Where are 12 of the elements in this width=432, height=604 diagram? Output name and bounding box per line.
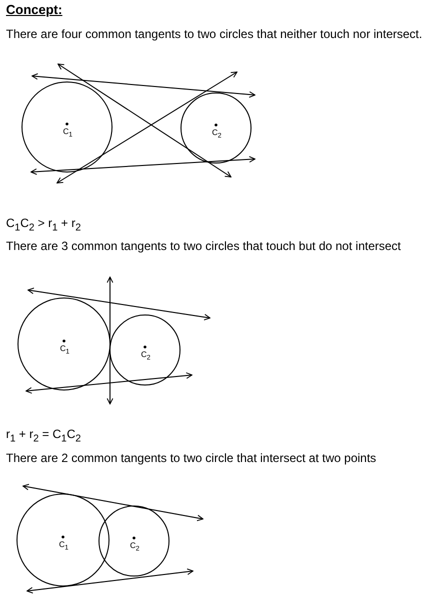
equation: r$_{1}$ + r$_{2}$ = C$_{1}$C$_{2}$ [6,427,81,446]
center-label: C$_{2}$ [130,541,140,554]
sentence: There are four common tangents to two circles that neither touch nor intersect. [6,27,422,41]
equation: C$_{1}$C$_{2}$ > r$_{1}$ + r$_{2}$ [6,216,81,236]
center-label: C$_{1}$ [63,127,72,140]
heading: Concept: [6,3,62,17]
sentence: There are 2 common tangents to two circle that intersect at two points [6,451,376,465]
center-label: C$_{2}$ [141,350,150,363]
sentence: There are 3 common tangents to two circles that touch but do not intersect [6,239,401,253]
center-label: C$_{1}$ [60,344,70,357]
center-label: C$_{2}$ [212,128,222,141]
center-label: C$_{1}$ [59,540,68,553]
